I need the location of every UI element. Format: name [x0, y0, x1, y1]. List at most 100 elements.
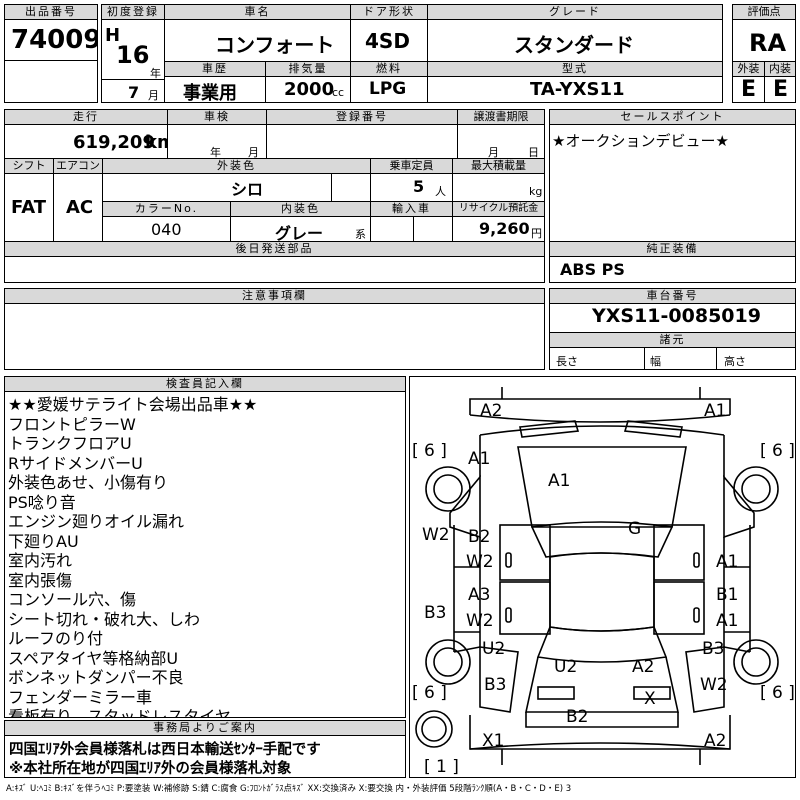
year-suffix: 年 — [150, 67, 161, 80]
exterior-label: 外装 — [733, 62, 764, 77]
exterior-grade: E — [741, 77, 757, 102]
damage-mark-roof: G — [628, 519, 642, 539]
damage-mark-door-fl-2: W2 — [466, 552, 494, 572]
month-suffix: 月 — [148, 89, 159, 102]
recycle-unit: 円 — [531, 227, 542, 240]
office-cell: 事務局よりご案内 四国ｴﾘｱ外会員様落札は西日本輸送ｾﾝﾀｰ手配です ※本社所在… — [4, 720, 406, 778]
model: TA-YXS11 — [530, 79, 625, 100]
era: H — [105, 25, 121, 46]
damage-mark-spare-tire: [ 1 ] — [424, 757, 459, 777]
damage-mark-hood: A1 — [548, 471, 571, 491]
inspection-cell: 車検 年 月 — [167, 109, 267, 159]
rating-cell: 評価点 RA — [732, 4, 796, 62]
year: 16 — [116, 41, 150, 69]
shift: FAT — [11, 197, 47, 218]
interior-grade: E — [773, 77, 789, 102]
history-label: 車歴 — [165, 62, 265, 77]
office-line-1: 四国ｴﾘｱ外会員様落札は西日本輸送ｾﾝﾀｰ手配です — [9, 742, 321, 758]
inspector-label: 検査員記入欄 — [5, 377, 405, 392]
damage-mark-quarter-right-2: W2 — [700, 675, 728, 695]
inspector-line: フロントピラーW — [8, 414, 136, 434]
inspector-line: コンソール穴、傷 — [8, 590, 137, 609]
door-cell: ドア形状 4SD — [350, 4, 428, 62]
inspector-line: エンジン廻りオイル漏れ — [8, 512, 185, 531]
damage-mark-door-fr: A1 — [716, 552, 739, 572]
damage-mark-rear-bumper-center: B2 — [566, 707, 589, 727]
inspector-line: ★★愛媛サテライト会場出品車★★ — [8, 395, 258, 414]
capacity-cell: 乗車定員 5 人 — [370, 158, 453, 202]
recycle-label: リサイクル預託金 — [453, 202, 544, 217]
damage-mark-tire-rl: [ 6 ] — [412, 683, 447, 703]
damage-mark-rocker-left: B3 — [424, 603, 447, 623]
color-no-cell: カラーNo. 040 — [102, 201, 231, 242]
transfer-day: 日 — [528, 146, 539, 159]
car-name: コンフォート — [215, 33, 335, 57]
inspector-line: RサイドメンバーU — [8, 453, 143, 473]
exterior-cell: 外装 E — [732, 61, 765, 103]
model-cell: 型式 TA-YXS11 — [427, 61, 723, 103]
history: 事業用 — [183, 83, 237, 103]
load-cell: 最大積載量 kg — [452, 158, 545, 202]
equipment-value: ABS PS — [560, 260, 625, 279]
damage-mark-tire-rr: [ 6 ] — [760, 683, 795, 703]
caution-cell: 注意事項欄 — [4, 288, 545, 370]
load-label: 最大積載量 — [453, 159, 544, 174]
car-outline — [415, 387, 779, 765]
inspector-line: シート切れ・破れ大、しわ — [8, 609, 201, 629]
damage-mark-door-rl-1: A3 — [468, 585, 491, 605]
chassis-label: 車台番号 — [550, 289, 795, 304]
damage-mark-pillar-left: W2 — [422, 525, 450, 545]
damage-mark-quarter-left-1: U2 — [482, 639, 506, 659]
damage-mark-trunk-right: A2 — [632, 657, 655, 677]
plate-label: 登録番号 — [267, 110, 457, 125]
car-name-cell: 車名 コンフォート — [164, 4, 351, 62]
displacement-cell: 排気量 2000 cc — [265, 61, 351, 103]
inspection-year: 年 — [210, 146, 221, 159]
color-cell: 外装色 シロ — [102, 158, 371, 202]
first-reg-label: 初度登録 — [102, 5, 164, 20]
ac-cell: エアコン AC — [53, 158, 103, 242]
fuel-label: 燃料 — [351, 62, 427, 77]
door-type: 4SD — [365, 29, 410, 53]
color-label: 外装色 — [103, 159, 370, 174]
lot-number-cell: 出品番号 74009 — [4, 4, 98, 61]
displacement-label: 排気量 — [266, 62, 350, 77]
later-parts-label: 後日発送部品 — [5, 242, 544, 257]
color-no: 040 — [151, 220, 182, 239]
inspector-line: PS唸り音 — [8, 492, 76, 512]
interior-color-label: 内装色 — [231, 202, 370, 217]
width-label: 幅 — [650, 355, 661, 368]
shift-cell: シフト FAT — [4, 158, 54, 242]
inspector-line: トランクフロアU — [8, 434, 132, 453]
lot-number: 74009 — [11, 25, 98, 55]
displacement-unit: cc — [332, 86, 345, 99]
damage-mark-door-rl-2: W2 — [466, 611, 494, 631]
fuel-cell: 燃料 LPG — [350, 61, 428, 103]
equipment-cell: 純正装備 ABS PS — [549, 241, 796, 283]
lot-label: 出品番号 — [5, 5, 97, 20]
capacity-unit: 人 — [435, 185, 446, 198]
chassis-number: YXS11-0085019 — [592, 305, 761, 327]
lot-blank-cell — [4, 60, 98, 103]
damage-mark-tire-fr: [ 6 ] — [760, 441, 795, 461]
mileage-cell: 走行 619,209 km — [4, 109, 168, 159]
import-cell: 輸入車 — [370, 201, 453, 242]
interior-color: グレー — [275, 224, 324, 242]
damage-mark-door-rr-2: A1 — [716, 611, 739, 631]
damage-mark-tire-fl: [ 6 ] — [412, 441, 447, 461]
recycle: 9,260 — [479, 219, 530, 238]
interior-color-suffix: 系 — [355, 228, 366, 241]
later-parts-cell: 後日発送部品 — [4, 241, 545, 283]
mileage: 619,209 — [73, 132, 155, 153]
model-label: 型式 — [428, 62, 722, 77]
import-label: 輸入車 — [371, 202, 452, 217]
inspector-line: 下廻りAU — [8, 531, 79, 551]
inspector-line: ボンネットダンパー不良 — [8, 668, 184, 687]
mileage-unit: km — [145, 132, 167, 153]
fuel: LPG — [369, 79, 407, 99]
damage-mark-door-fl-1: B2 — [468, 527, 491, 547]
rating-label: 評価点 — [733, 5, 795, 20]
legend: A:ｷｽﾞ U:ﾍｺﾐ B:ｷｽﾞを伴うﾍｺﾐ P:要塗装 W:補修跡 S:錆 … — [6, 784, 572, 794]
damage-mark-rear-bumper-left: X1 — [482, 731, 505, 751]
